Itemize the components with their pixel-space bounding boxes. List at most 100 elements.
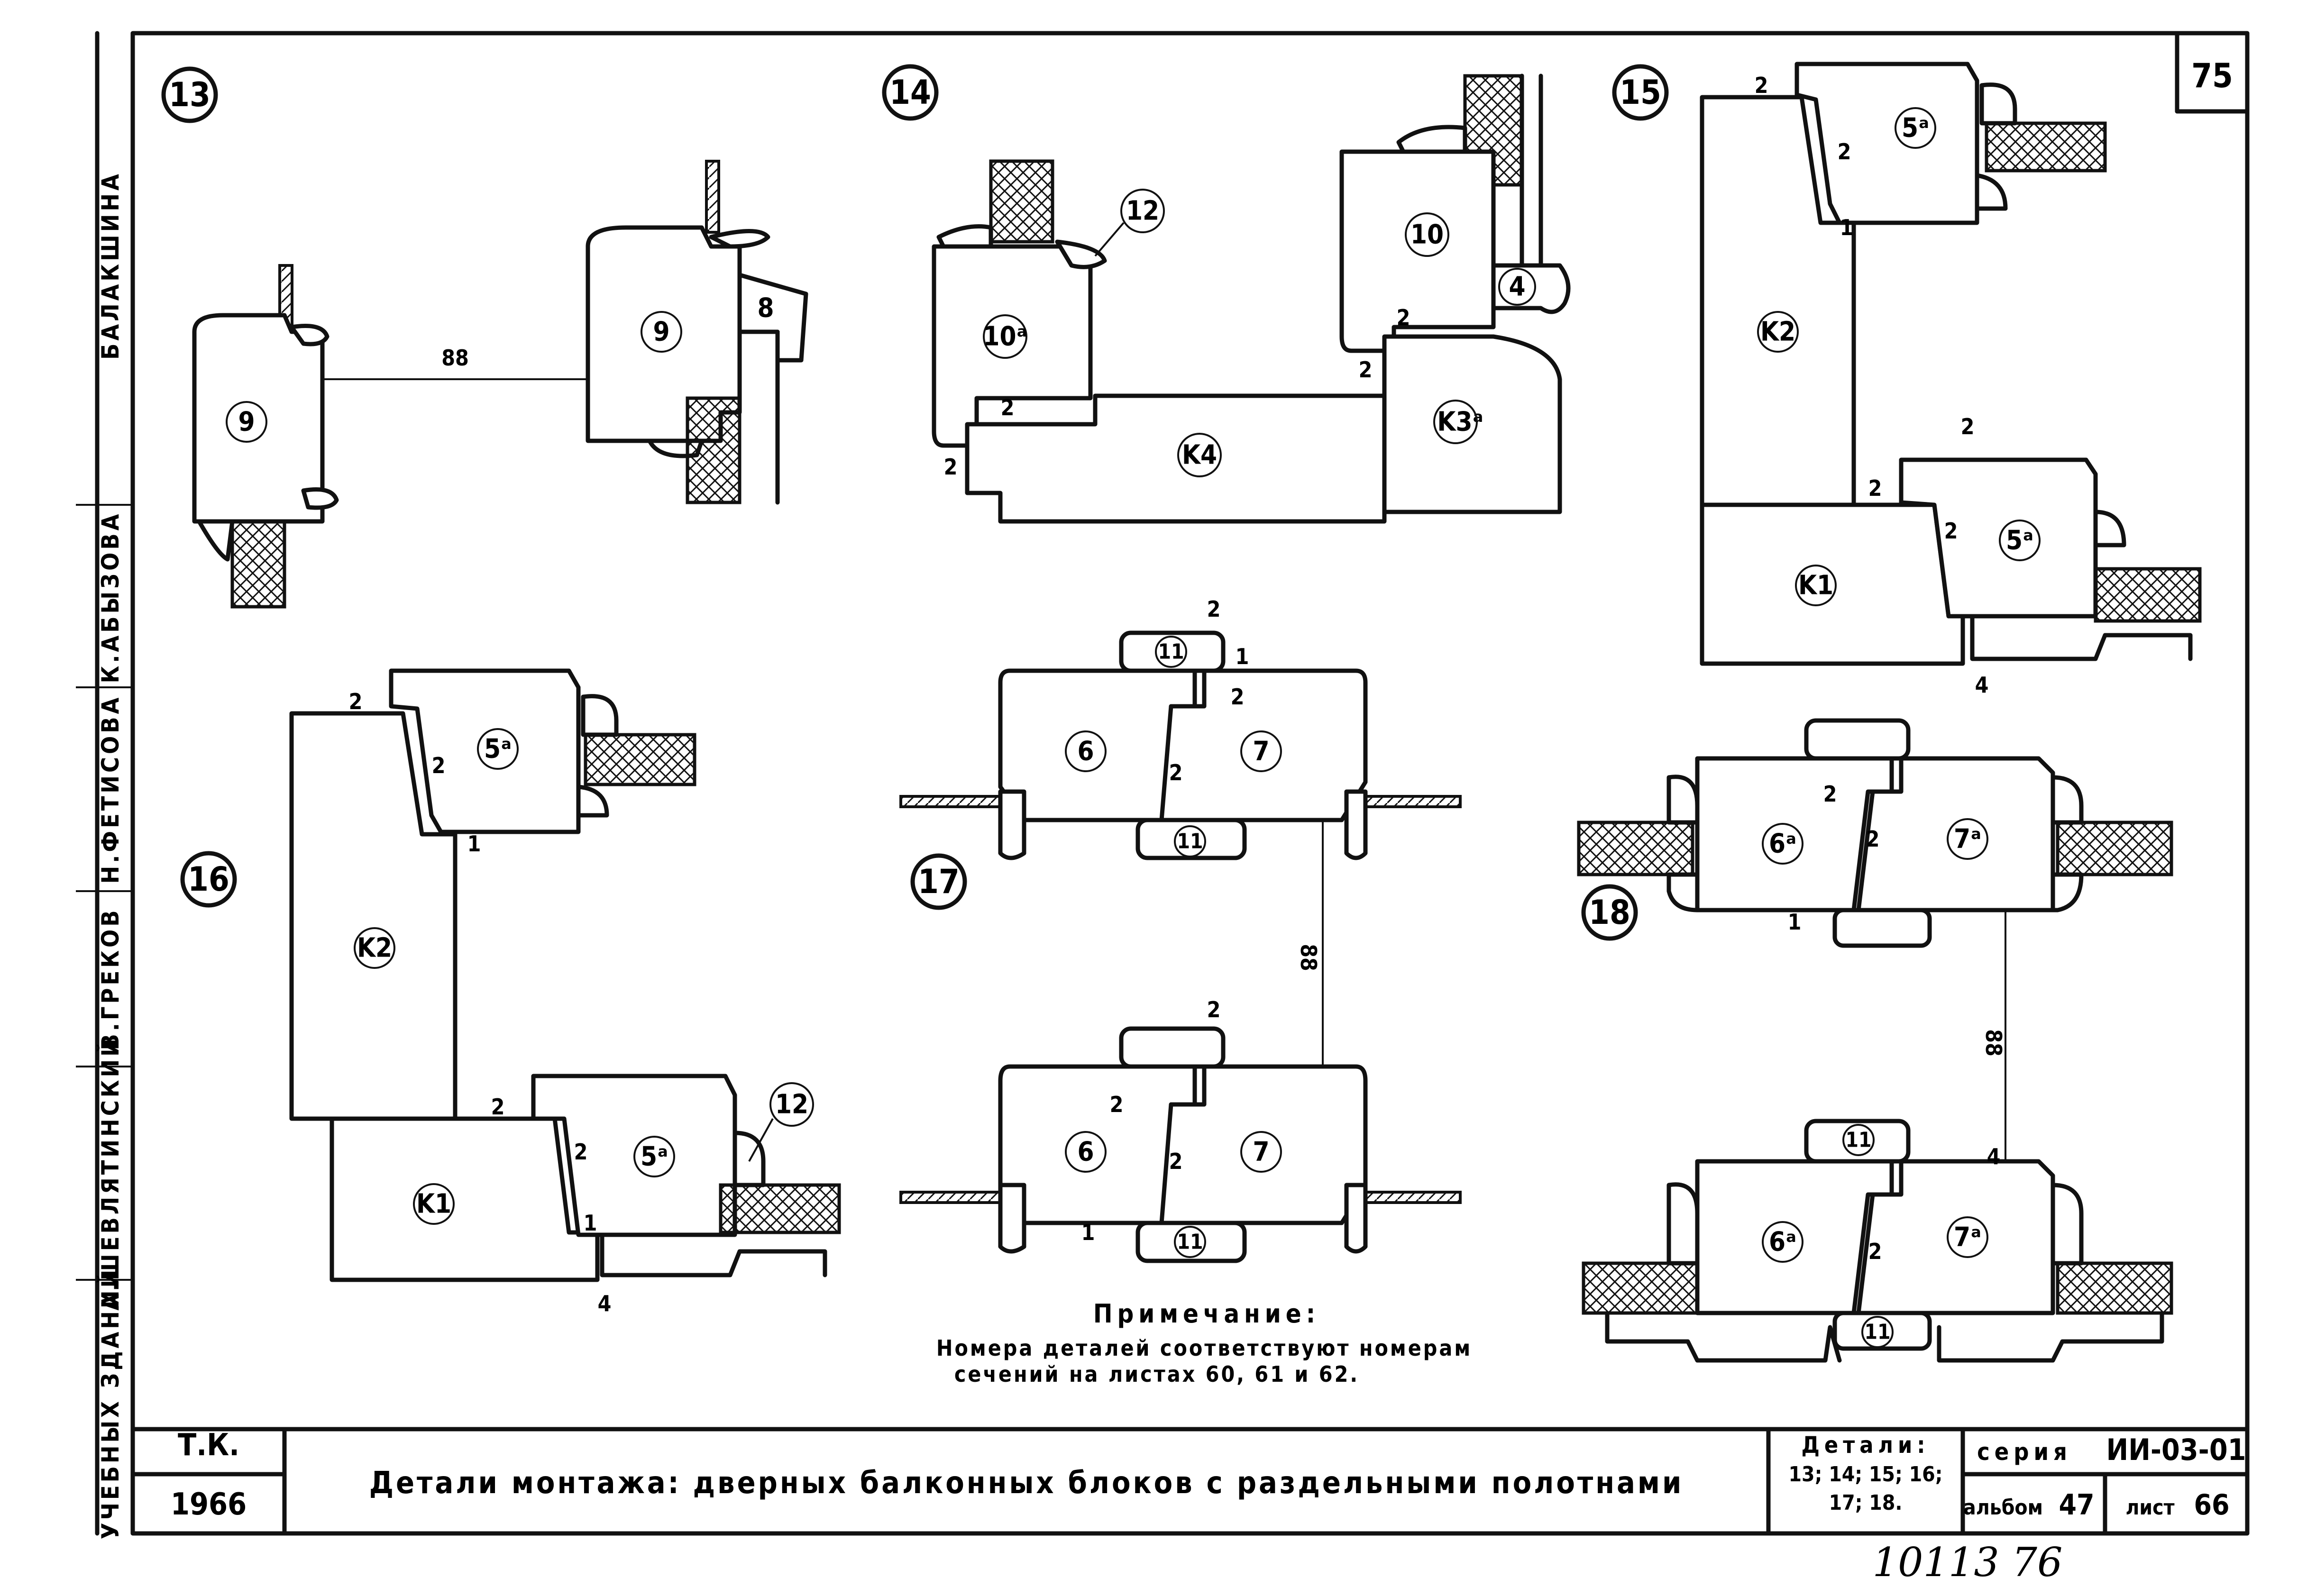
detail-14-dim-3: 2 — [1397, 305, 1410, 330]
detail-14-part-6-label: K3ᵃ — [1437, 407, 1483, 438]
side-label-2: К.АБЫЗОВА — [97, 511, 124, 684]
detail-16-number: 16 — [188, 860, 229, 899]
detail-14-dim-1: 2 — [1001, 395, 1015, 420]
detail-14-part-4-label: 10 — [1410, 219, 1444, 250]
detail-16-part-1-label: 5ᵃ — [484, 734, 512, 765]
side-strip: БАЛАКШИНА К.АБЫЗОВА Н.ФЕТИСОВА В.ГРЕКОВ … — [76, 31, 133, 1539]
year: 1966 — [171, 1487, 247, 1522]
album-label: альбом — [1963, 1496, 2043, 1520]
detail-18-dim-4: 88 — [1981, 1029, 2006, 1057]
detail-18-part-5-label: 7ᵃ — [1954, 1222, 1981, 1253]
details-line-1: 13; 14; 15; 16; — [1789, 1462, 1943, 1487]
detail-18-number: 18 — [1589, 893, 1630, 932]
details-label: Детали: — [1801, 1432, 1930, 1459]
detail-17: 17 11 6 7 11 88 6 7 11 2 — [899, 596, 1462, 1263]
album-value: 47 — [2059, 1488, 2094, 1522]
detail-17-dim-2: 1 — [1236, 644, 1249, 669]
detail-15-dim-5: 2 — [1961, 414, 1975, 439]
detail-18-part-3-label: 11 — [1845, 1128, 1871, 1152]
detail-17-part-5-label: 6 — [1077, 1137, 1094, 1167]
detail-17-part-6-label: 7 — [1253, 1137, 1269, 1167]
detail-13-part-1-label: 9 — [238, 407, 255, 438]
sheet-value: 66 — [2194, 1488, 2229, 1522]
sheet-frame — [130, 31, 2250, 1536]
detail-16-dim-7: 1 — [584, 1210, 597, 1236]
detail-14-part-1-label: 10ᵃ — [983, 321, 1027, 352]
detail-17-dim-7: 2 — [1110, 1092, 1124, 1117]
series-value: ИИ-03-01 — [2106, 1432, 2246, 1467]
detail-17-dim-3: 2 — [1231, 684, 1245, 710]
detail-17-part-3-label: 7 — [1253, 736, 1269, 767]
detail-15-number: 15 — [1620, 73, 1661, 112]
detail-16-dim-2: 2 — [432, 753, 446, 778]
side-label-3: Н.ФЕТИСОВА — [97, 695, 124, 884]
detail-18-part-2-label: 7ᵃ — [1954, 824, 1981, 855]
detail-17-dim-1: 2 — [1207, 596, 1221, 622]
detail-18-dim-1: 2 — [1823, 781, 1837, 807]
detail-16-part-4-label: 5ᵃ — [641, 1141, 668, 1172]
detail-15-dim-3: 2 — [1868, 475, 1882, 501]
side-label-4: В.ГРЕКОВ — [97, 907, 124, 1050]
detail-18: 18 6ᵃ 7ᵃ 88 11 6ᵃ 7ᵃ 11 — [1577, 718, 2173, 1363]
note-title: Примечание: — [1093, 1299, 1320, 1329]
detail-18-dim-5: 4 — [1987, 1144, 2001, 1169]
detail-13-marker — [161, 66, 218, 123]
detail-17-part-2-label: 6 — [1077, 736, 1094, 767]
detail-17-dim-9: 1 — [1081, 1220, 1095, 1245]
detail-17-part-7-label: 11 — [1177, 1230, 1203, 1254]
detail-17-part-4-label: 11 — [1177, 830, 1203, 854]
sheet-label: лист — [2125, 1496, 2174, 1520]
detail-17-dim-8: 2 — [1169, 1149, 1183, 1174]
detail-15-part-2-label: K2 — [1760, 317, 1795, 347]
detail-18-part-1-label: 6ᵃ — [1769, 829, 1796, 859]
series-label: серия — [1977, 1438, 2072, 1466]
detail-18-dim-2: 2 — [1866, 826, 1880, 852]
detail-15-dim-2: 2 — [1838, 139, 1851, 164]
detail-15-part-1-label: 5ᵃ — [1902, 113, 1929, 144]
side-label-6: УЧЕБНЫХ ЗДАНИЙ — [96, 1267, 124, 1539]
detail-14: 14 12 10ᵃ K4 2 2 10 4 K3ᵃ 2 2 — [882, 64, 1571, 524]
note-line-2: сечений на листах 60, 61 и 62. — [954, 1361, 1359, 1387]
note-line-1: Номера деталей соответствуют номерам — [936, 1335, 1472, 1361]
detail-17-dim-6: 2 — [1207, 997, 1221, 1022]
detail-17-part-1-label: 11 — [1158, 640, 1184, 664]
detail-17-number: 17 — [918, 862, 960, 901]
detail-18-dim-6: 2 — [1868, 1239, 1882, 1264]
detail-15-dim-4: 2 — [1944, 518, 1958, 544]
detail-13-dim-1: 88 — [441, 345, 469, 371]
detail-16-part-3-label: K1 — [416, 1189, 451, 1220]
tk-label: Т.К. — [178, 1428, 239, 1463]
detail-16-part-5-label: 12 — [775, 1089, 808, 1120]
sheet-title: Детали монтажа: дверных балконных блоков… — [369, 1466, 1684, 1501]
side-label-5: А.ШЕВЛЯТИНСКИЙ — [96, 1036, 124, 1311]
detail-13-part-2-label: 9 — [653, 317, 669, 347]
detail-16-dim-6: 4 — [598, 1291, 612, 1316]
title-block: Т.К. 1966 Детали монтажа: дверных балкон… — [130, 1427, 2250, 1536]
detail-16-dim-5: 1 — [467, 831, 481, 857]
detail-16-dim-4: 2 — [574, 1139, 588, 1165]
detail-14-marker — [882, 64, 939, 121]
handwritten-number: 10113 76 — [1873, 1539, 2063, 1586]
detail-13: 13 9 88 9 8 — [161, 66, 808, 609]
detail-18-part-6-label: 11 — [1864, 1320, 1890, 1344]
sheet-number: 75 — [2191, 56, 2233, 95]
note-block: Примечание: Номера деталей соответствуют… — [936, 1299, 1472, 1387]
detail-14-dim-4: 2 — [1359, 357, 1373, 383]
detail-14-dim-2: 2 — [944, 454, 958, 480]
detail-15-part-4-label: 5ᵃ — [2006, 525, 2033, 556]
detail-15-marker — [1612, 64, 1669, 121]
detail-14-number: 14 — [889, 73, 931, 112]
detail-18-marker — [1581, 884, 1638, 941]
detail-16: 16 5ᵃ K2 K1 5ᵃ 12 2 2 2 2 1 4 1 — [180, 668, 841, 1316]
detail-16-dim-3: 2 — [491, 1094, 505, 1120]
detail-15-dim-6: 1 — [1840, 215, 1854, 240]
detail-13-number: 13 — [169, 75, 211, 114]
detail-15-part-3-label: K1 — [1798, 570, 1833, 601]
detail-18-dim-3: 1 — [1788, 909, 1802, 935]
detail-14-part-2-label: 12 — [1126, 196, 1159, 227]
detail-18-part-4-label: 6ᵃ — [1769, 1227, 1796, 1258]
detail-14-part-5-label: 4 — [1509, 272, 1525, 302]
detail-16-marker — [180, 851, 237, 908]
side-label-1: БАЛАКШИНА — [97, 171, 124, 360]
